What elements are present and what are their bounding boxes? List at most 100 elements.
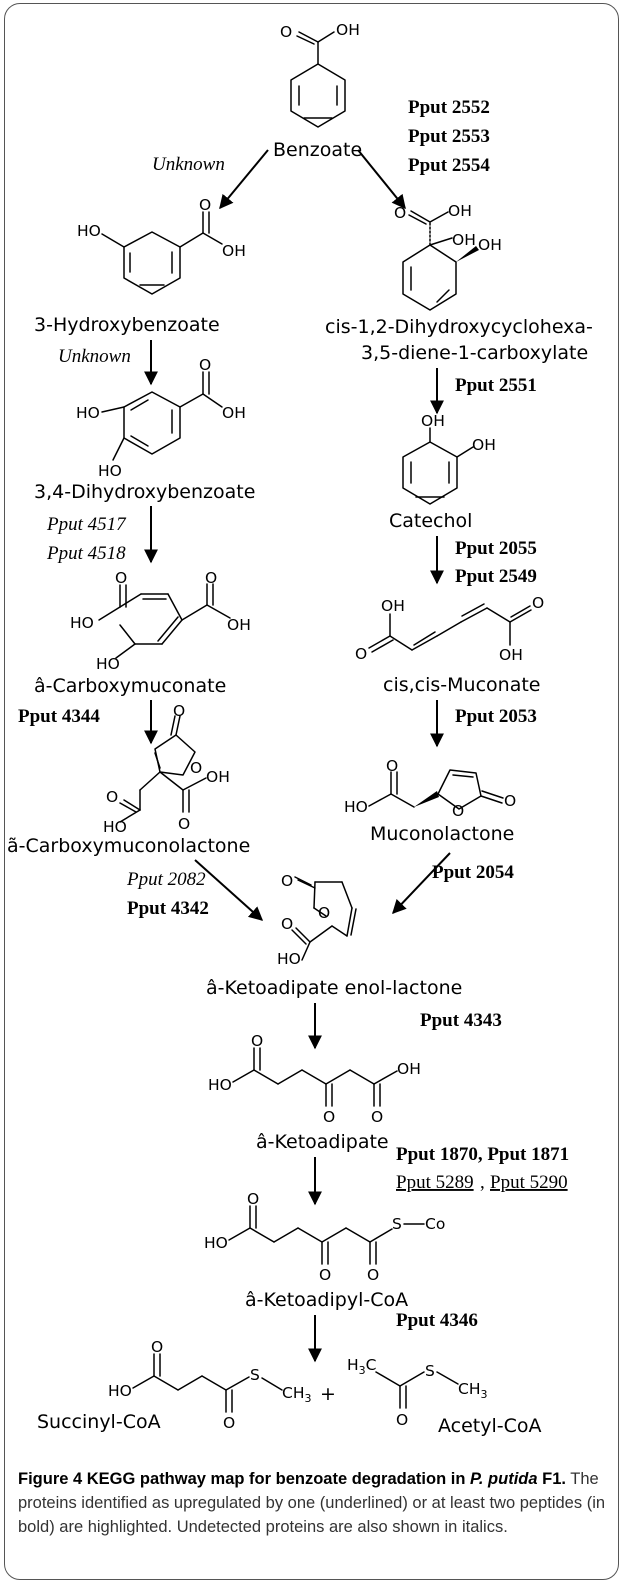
atom-oh: OH bbox=[499, 646, 523, 664]
catechol-label: Catechol bbox=[389, 510, 472, 532]
atom-oh: OH bbox=[222, 404, 246, 422]
enzyme-pput-2551: Pput 2551 bbox=[455, 375, 537, 396]
enzyme-pput-4346: Pput 4346 bbox=[396, 1310, 478, 1331]
arrow-benzoate-to-cis-diol bbox=[357, 149, 406, 210]
enzyme-pput-4342: Pput 4342 bbox=[127, 898, 209, 919]
caption-strain: F1. bbox=[537, 1470, 566, 1488]
cis-diol-structure: O OH OH OH bbox=[394, 202, 502, 311]
atom-o: O bbox=[396, 1411, 408, 1429]
atom-o: O bbox=[190, 759, 202, 777]
atom-o: O bbox=[251, 1032, 263, 1050]
cis-muconate-label: cis,cis-Muconate bbox=[383, 674, 540, 696]
atom-o: O bbox=[318, 904, 330, 922]
carboxymuconate-label: â-Carboxymuconate bbox=[34, 675, 226, 697]
atom-ho: HO bbox=[70, 614, 94, 632]
arrow-lactone-to-enol-lactone bbox=[194, 859, 264, 921]
atom-o: O bbox=[173, 702, 185, 720]
enol-lactone-label: â-Ketoadipate enol-lactone bbox=[206, 977, 462, 999]
arrow-muconolactone-to-enol-lactone bbox=[392, 852, 451, 915]
atom-co: Co bbox=[425, 1215, 445, 1233]
atom-o: O bbox=[323, 1108, 335, 1126]
atom-o: O bbox=[106, 788, 118, 806]
caption-title: Figure 4 KEGG pathway map for benzoate d… bbox=[18, 1470, 466, 1488]
atom-o: O bbox=[386, 757, 398, 775]
figure-frame bbox=[4, 3, 619, 1580]
catechol-structure: OH OH bbox=[402, 412, 496, 505]
atom-o: O bbox=[355, 645, 367, 663]
carboxymuconate-structure: O HO O OH HO bbox=[70, 569, 251, 673]
cis-diol-label-line1: cis-1,2-Dihydroxycyclohexa- bbox=[325, 316, 593, 338]
atom-oh: OH bbox=[448, 202, 472, 220]
atom-s: S bbox=[250, 1366, 260, 1384]
enzyme-pput-1870-1871: Pput 1870, Pput 1871 bbox=[396, 1144, 569, 1165]
atom-oh: OH bbox=[397, 1060, 421, 1078]
atom-s: S bbox=[392, 1215, 402, 1233]
methyl-group: H3C bbox=[347, 1356, 376, 1377]
figure-caption: Figure 4 KEGG pathway map for benzoate d… bbox=[18, 1467, 608, 1539]
caption-organism: P. putida bbox=[470, 1470, 538, 1488]
atom-s: S bbox=[425, 1362, 435, 1380]
enzyme-pput-4518: Pput 4518 bbox=[46, 543, 126, 564]
enzyme-pput-2552: Pput 2552 bbox=[408, 97, 490, 118]
atom-o: O bbox=[394, 204, 406, 222]
ketoadipate-label: â-Ketoadipate bbox=[256, 1131, 389, 1153]
methyl-group: CH3 bbox=[282, 1384, 311, 1405]
atom-o: O bbox=[178, 815, 190, 833]
enzyme-unknown: Unknown bbox=[58, 346, 131, 367]
enzyme-pput-2055: Pput 2055 bbox=[455, 538, 537, 559]
atom-ho: HO bbox=[96, 655, 120, 673]
pathway-diagram: O OH Benzoate Unknown Pput 2552 Pput 255… bbox=[7, 21, 593, 1437]
enzyme-pput-4343: Pput 4343 bbox=[420, 1010, 502, 1031]
arrow-benzoate-to-hydroxybenzoate bbox=[219, 149, 269, 210]
enzyme-pput-2554: Pput 2554 bbox=[408, 155, 490, 176]
atom-ho: HO bbox=[108, 1382, 132, 1400]
succinyl-coa-label: Succinyl-CoA bbox=[37, 1411, 161, 1433]
atom-o: O bbox=[205, 569, 217, 587]
enzyme-pput-4344: Pput 4344 bbox=[18, 706, 100, 727]
cis-diol-label-line2: 3,5-diene-1-carboxylate bbox=[361, 342, 588, 364]
atom-ho: HO bbox=[208, 1076, 232, 1094]
enzyme-pput-5290: Pput 5290 bbox=[490, 1172, 568, 1193]
enzyme-unknown: Unknown bbox=[152, 154, 225, 175]
atom-oh: OH bbox=[478, 236, 502, 254]
enzyme-pput-2553: Pput 2553 bbox=[408, 126, 490, 147]
atom-ho: HO bbox=[103, 818, 127, 836]
atom-oh: OH bbox=[381, 597, 405, 615]
atom-ho: HO bbox=[77, 222, 101, 240]
atom-oh: OH bbox=[421, 412, 445, 430]
dihydroxybenzoate-label: 3,4-Dihydroxybenzoate bbox=[34, 481, 255, 503]
carboxymuconolactone-structure: O O O OH HO O bbox=[103, 702, 230, 836]
atom-o: O bbox=[281, 872, 293, 890]
atom-o: O bbox=[504, 792, 516, 810]
atom-o: O bbox=[115, 569, 127, 587]
atom-oh: OH bbox=[227, 616, 251, 634]
enzyme-pput-2549: Pput 2549 bbox=[455, 566, 537, 587]
muconolactone-label: Muconolactone bbox=[370, 823, 514, 845]
hydroxybenzoate-structure: HO O OH bbox=[77, 196, 246, 295]
atom-o: O bbox=[367, 1266, 379, 1284]
atom-oh: OH bbox=[206, 768, 230, 786]
enol-lactone-structure: O O O HO bbox=[277, 872, 357, 968]
acetyl-coa-label: Acetyl-CoA bbox=[438, 1415, 542, 1437]
comma: , bbox=[480, 1172, 485, 1193]
atom-o: O bbox=[247, 1190, 259, 1208]
enzyme-pput-2054: Pput 2054 bbox=[432, 862, 514, 883]
atom-ho: HO bbox=[344, 798, 368, 816]
enzyme-pput-5289: Pput 5289 bbox=[396, 1172, 474, 1193]
ketoadipyl-coa-label: â-Ketoadipyl-CoA bbox=[245, 1289, 408, 1311]
atom-o: O bbox=[452, 802, 464, 820]
methyl-group: CH3 bbox=[458, 1380, 487, 1401]
enzyme-pput-4517: Pput 4517 bbox=[46, 514, 127, 535]
acetyl-coa-structure: H3C O S CH3 bbox=[347, 1356, 487, 1429]
benzoate-label: Benzoate bbox=[273, 139, 362, 161]
enzyme-pput-2082: Pput 2082 bbox=[126, 869, 206, 890]
dihydroxybenzoate-structure: HO HO O OH bbox=[76, 356, 246, 480]
enzyme-pput-2053: Pput 2053 bbox=[455, 706, 537, 727]
atom-ho: HO bbox=[204, 1234, 228, 1252]
hydroxybenzoate-label: 3-Hydroxybenzoate bbox=[34, 314, 220, 336]
atom-o: O bbox=[371, 1108, 383, 1126]
carboxymuconolactone-label: ã-Carboxymuconolactone bbox=[7, 835, 250, 857]
plus-sign: + bbox=[320, 1383, 336, 1405]
atom-o: O bbox=[281, 915, 293, 933]
atom-ho: HO bbox=[277, 950, 301, 968]
